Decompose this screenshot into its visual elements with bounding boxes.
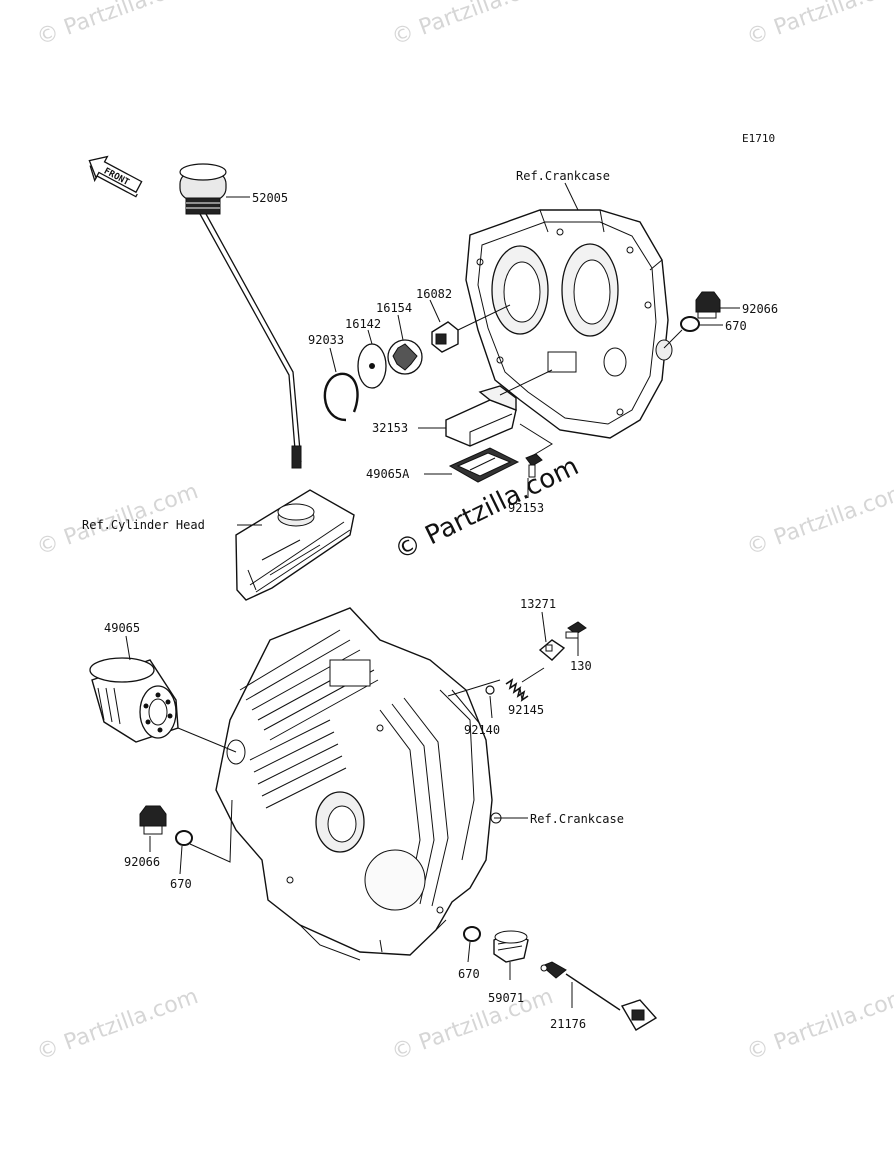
sensor-21176[interactable] — [540, 961, 658, 1031]
label-130: 130 — [570, 659, 592, 673]
label-49065A: 49065A — [366, 467, 410, 481]
label-670-bottom: 670 — [458, 967, 480, 981]
label-92145: 92145 — [508, 703, 544, 717]
label-92153: 92153 — [508, 501, 544, 515]
ref-cylinder-head: Ref.Cylinder Head — [82, 518, 205, 532]
watermark: © Partzilla.com — [389, 984, 557, 1066]
watermark: © Partzilla.com — [34, 984, 202, 1066]
drain-plug-92066-bottom[interactable] — [139, 805, 167, 835]
crankcase-ref — [215, 607, 502, 961]
label-21176: 21176 — [550, 1017, 586, 1031]
label-92066-top: 92066 — [742, 302, 778, 316]
label-32153: 32153 — [372, 421, 408, 435]
oil-filter-49065[interactable] — [89, 657, 179, 743]
front-arrow-icon: FRONT — [88, 155, 143, 198]
watermark: © Partzilla.com — [744, 984, 894, 1066]
gasket-49065A[interactable] — [448, 447, 520, 483]
crankcase-cover-ref — [465, 209, 673, 439]
watermark: © Partzilla.com — [34, 0, 202, 51]
dipstick-52005[interactable] — [179, 163, 302, 469]
watermark: © Partzilla.com — [389, 0, 557, 51]
label-92033: 92033 — [308, 333, 344, 347]
watermark: © Partzilla.com — [744, 479, 894, 561]
spring-92145[interactable] — [505, 678, 529, 702]
rotor-16082[interactable] — [431, 321, 459, 353]
circlip-92033[interactable] — [323, 372, 359, 422]
label-59071: 59071 — [488, 991, 524, 1005]
bolt-130[interactable] — [565, 621, 587, 639]
ref-crankcase-right: Ref.Crankcase — [530, 812, 624, 826]
plate-16142[interactable] — [357, 343, 387, 389]
cylinder-head-ref — [235, 489, 355, 601]
label-13271: 13271 — [520, 597, 556, 611]
label-92066-bottom: 92066 — [124, 855, 160, 869]
label-16154: 16154 — [376, 301, 412, 315]
drain-plug-92066-top[interactable] — [695, 291, 721, 319]
diagram-code: E1710 — [742, 132, 775, 145]
label-49065: 49065 — [104, 621, 140, 635]
label-92140: 92140 — [464, 723, 500, 737]
label-16142: 16142 — [345, 317, 381, 331]
watermark: © Partzilla.com — [744, 0, 894, 51]
o-ring-670-left[interactable] — [175, 830, 193, 846]
o-ring-670-top[interactable] — [680, 316, 700, 332]
label-52005: 52005 — [252, 191, 288, 205]
label-670-left: 670 — [170, 877, 192, 891]
label-670-top: 670 — [725, 319, 747, 333]
strainer-32153[interactable] — [445, 385, 517, 447]
o-ring-670-bottom[interactable] — [463, 926, 481, 942]
rotor-16154[interactable] — [387, 339, 423, 375]
plate-13271[interactable] — [538, 639, 566, 661]
fitting-59071[interactable] — [493, 930, 529, 963]
ref-crankcase-top: Ref.Crankcase — [516, 169, 610, 183]
ball-92140[interactable] — [485, 685, 495, 695]
label-16082: 16082 — [416, 287, 452, 301]
